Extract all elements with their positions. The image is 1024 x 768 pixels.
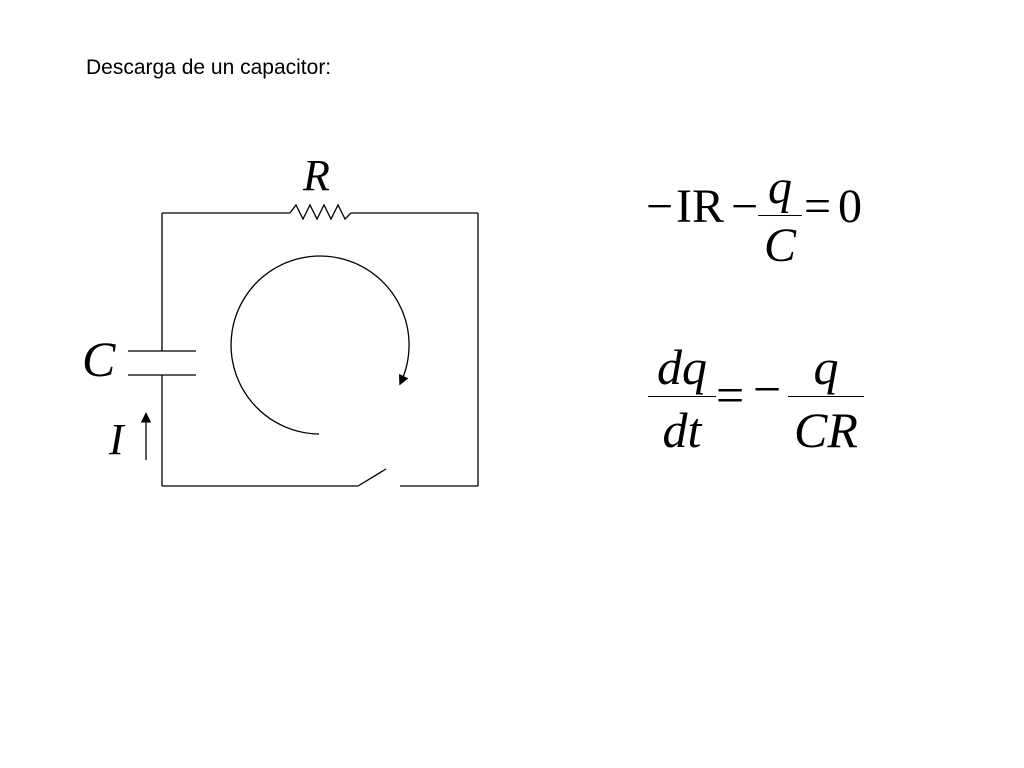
bottom-wire: [162, 468, 478, 487]
capacitor-symbol: [128, 350, 196, 376]
eq1-frac-numerator: q: [768, 161, 792, 214]
eq2-frac1-denominator: dt: [662, 402, 702, 458]
circulation-arrow: [230, 255, 410, 435]
resistor-symbol: [289, 203, 352, 221]
eq1-frac-denominator: C: [763, 219, 796, 272]
eq2-fraction-left: dq dt: [648, 338, 716, 459]
eq1-equals: =: [804, 180, 832, 233]
eq2-frac2-bar: [788, 396, 864, 397]
eq2-frac1-numerator: dq: [657, 339, 707, 395]
top-wire: [162, 203, 478, 221]
eq1-fraction: q C: [758, 160, 802, 273]
page-title: Descarga de un capacitor:: [86, 56, 332, 79]
eq1-frac-bar: [758, 215, 802, 216]
eq1-leading-minus: −: [646, 180, 674, 233]
eq2-equals: =: [716, 367, 745, 423]
eq2-frac2-numerator: q: [813, 339, 839, 395]
eq2-frac2-denominator: CR: [794, 402, 858, 458]
eq1-ir-term: IR: [676, 180, 724, 233]
eq1-minus: −: [731, 180, 759, 233]
current-label: I: [109, 415, 124, 464]
switch-symbol: [357, 468, 387, 487]
resistor-label: R: [303, 151, 330, 200]
eq2-minus: −: [753, 361, 782, 417]
eq2-fraction-right: q CR: [788, 338, 864, 459]
eq2-frac1-bar: [648, 396, 716, 397]
capacitor-label: C: [82, 331, 116, 387]
eq1-rhs: 0: [838, 180, 862, 233]
